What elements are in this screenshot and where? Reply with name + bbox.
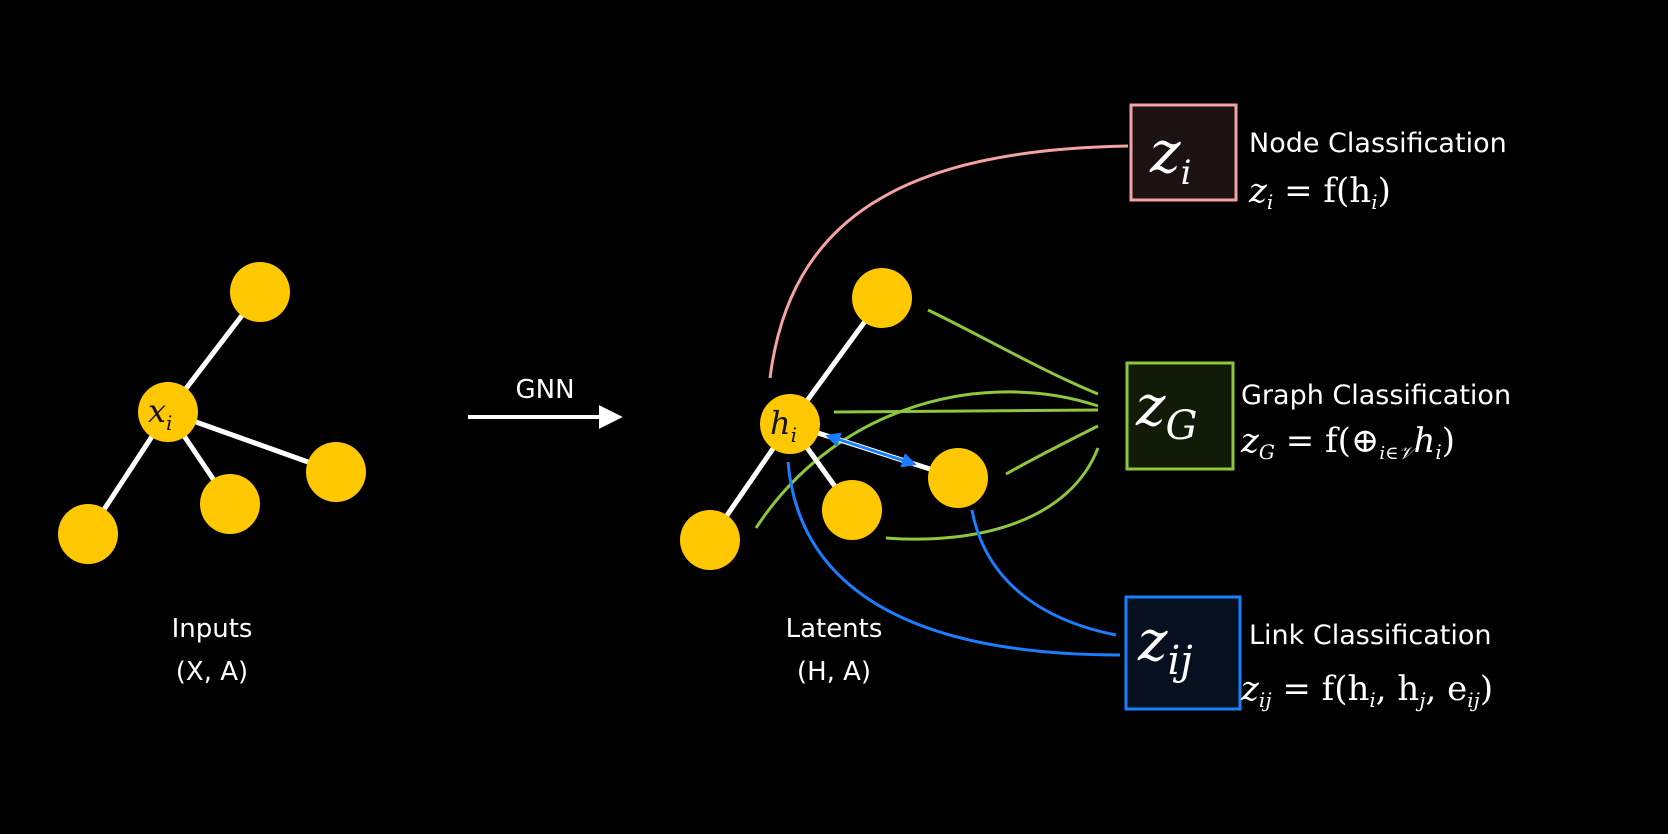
input-node [200, 474, 260, 534]
input-node [58, 504, 118, 564]
graph-classification-connector [833, 408, 1099, 414]
node-classification-output: zi Node Classification zi = f(hi) [1129, 103, 1507, 214]
link-classification-title: Link Classification [1249, 620, 1492, 651]
input-center-node [138, 382, 198, 442]
graph-classification-formula: zG = f(⊕i∈𝒱hi) [1240, 421, 1455, 464]
latents-title: Latents [786, 614, 883, 644]
link-classification-box [1124, 595, 1242, 711]
link-classification-output: zij Link Classification zij = f(hi, hj, … [1124, 595, 1493, 712]
node-classification-box [1129, 103, 1238, 202]
input-graph: xi Inputs (X, A) [58, 262, 366, 687]
node-classification-title: Node Classification [1249, 128, 1507, 159]
graph-classification-box-symbol: zG [1135, 374, 1197, 449]
link-classification-formula: zij = f(hi, hj, eij) [1240, 669, 1493, 712]
input-node [230, 262, 290, 322]
graph-classification-connector [1005, 424, 1099, 476]
graph-classification-box [1125, 361, 1235, 471]
input-center-node-label: xi [148, 392, 172, 435]
latent-link-highlight [825, 432, 917, 468]
inputs-subtitle: (X, A) [176, 657, 248, 687]
node-classification-formula: zi = f(hi) [1248, 171, 1391, 214]
graph-classification-output: zG Graph Classification zG = f(⊕i∈𝒱hi) [1125, 361, 1511, 471]
inputs-title: Inputs [172, 614, 253, 644]
input-node [306, 442, 366, 502]
latents-subtitle: (H, A) [797, 657, 871, 687]
output-connectors [754, 144, 1129, 657]
latent-node [680, 510, 740, 570]
graph-classification-connector [754, 390, 1099, 529]
latent-node [852, 268, 912, 328]
latent-graph: hi Latents (H, A) [680, 268, 988, 687]
link-classification-connector [786, 461, 1121, 657]
node-classification-box-symbol: zi [1149, 118, 1191, 193]
latent-node [928, 448, 988, 508]
latent-node [822, 480, 882, 540]
latent-center-node [760, 394, 820, 454]
gnn-arrow-label: GNN [515, 375, 574, 405]
gnn-arrow: GNN [468, 375, 623, 429]
link-classification-box-symbol: zij [1137, 609, 1193, 684]
node-classification-connector [768, 144, 1129, 379]
latent-center-node-label: hi [770, 404, 797, 447]
graph-classification-connector [885, 447, 1100, 541]
graph-classification-connector [927, 308, 1099, 396]
graph-classification-title: Graph Classification [1241, 380, 1511, 411]
link-classification-connector [970, 509, 1117, 637]
